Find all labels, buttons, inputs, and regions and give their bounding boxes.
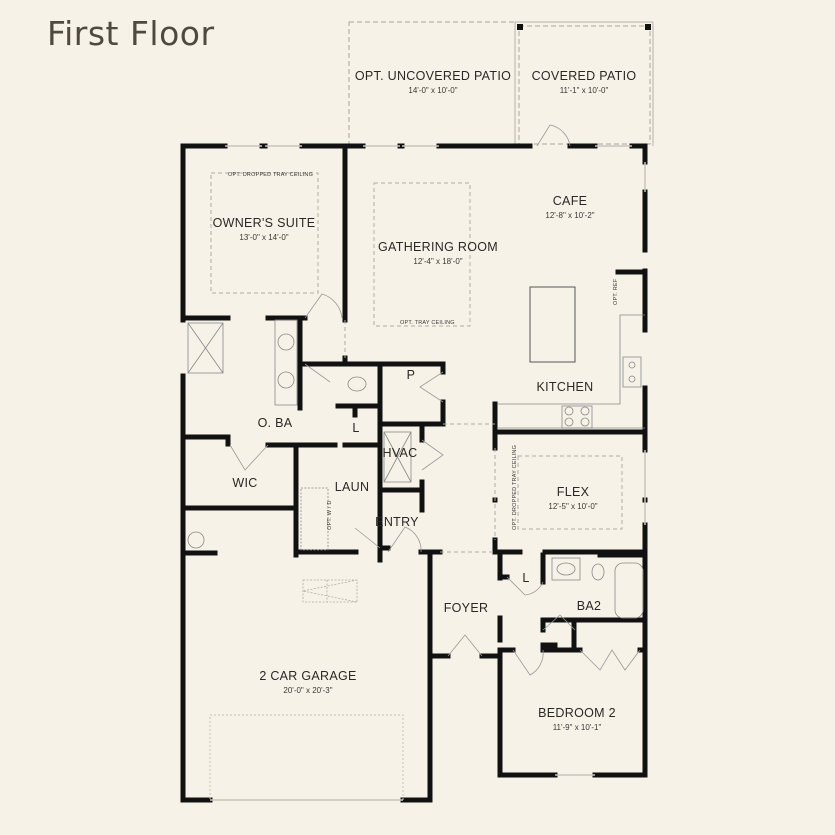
windows xyxy=(210,145,646,801)
covered-patio-frame xyxy=(514,21,654,146)
room-wic: WIC xyxy=(232,476,257,490)
room-covered-patio: COVERED PATIO 11'-1" x 10'-0" xyxy=(532,69,637,95)
room-opt-uncovered-patio: OPT. UNCOVERED PATIO 14'-0" x 10'-0" xyxy=(355,69,511,95)
laundry-wd-note: OPT. W / D xyxy=(327,500,333,531)
room-linen-2: L xyxy=(522,571,529,585)
room-dimensions: 20'-0" x 20'-3" xyxy=(283,686,333,695)
room-name: ENTRY xyxy=(375,515,419,529)
flex-ceiling-note: OPT. DROPPED TRAY CEILING xyxy=(512,444,518,530)
room-pantry: P xyxy=(407,368,416,382)
openings xyxy=(344,320,496,553)
kitchen-ref-note: OPT. REF xyxy=(613,278,619,305)
room-kitchen: KITCHEN xyxy=(537,380,594,394)
room-name: WIC xyxy=(232,476,258,490)
room-name: OWNER'S SUITE xyxy=(212,216,316,230)
room-name: P xyxy=(406,368,416,382)
room-linen-1: L xyxy=(352,421,359,435)
room-dimensions: 12'-8" x 10'-2" xyxy=(545,211,595,220)
room-dimensions: 13'-0" x 14'-0" xyxy=(239,233,289,242)
kitchen-counters xyxy=(498,314,645,429)
room-dimensions: 11'-1" x 10'-0" xyxy=(559,86,609,95)
room-name: CAFE xyxy=(552,194,588,208)
room-flex: FLEX 12'-5" x 10'-0" xyxy=(548,485,597,511)
room-name: KITCHEN xyxy=(536,380,594,394)
room-bedroom-2: BEDROOM 2 11'-9" x 10'-1" xyxy=(538,706,616,732)
room-name: COVERED PATIO xyxy=(531,69,637,83)
room-name: L xyxy=(352,421,360,435)
room-hvac: HVAC xyxy=(382,446,417,460)
room-name: BEDROOM 2 xyxy=(538,706,616,720)
room-name: L xyxy=(522,571,530,585)
owners-suite-ceiling-note: OPT. DROPPED TRAY CEILING xyxy=(228,172,314,178)
room-owners-suite: OWNER'S SUITE 13'-0" x 14'-0" xyxy=(213,216,316,242)
walls xyxy=(180,143,648,803)
room-ba2: BA2 xyxy=(577,599,602,613)
bath-fixtures xyxy=(187,319,644,619)
room-garage: 2 CAR GARAGE 20'-0" x 20'-3" xyxy=(259,669,356,695)
room-name: BA2 xyxy=(576,599,602,613)
page-title: First Floor xyxy=(47,14,215,53)
room-name: FOYER xyxy=(443,601,489,615)
room-gathering-room: GATHERING ROOM 12'-4" x 18'-0" xyxy=(378,240,498,266)
room-name: HVAC xyxy=(382,446,418,460)
room-cafe: CAFE 12'-8" x 10'-2" xyxy=(545,194,594,220)
kitchen-island xyxy=(529,286,576,363)
room-foyer: FOYER xyxy=(444,601,489,615)
door-swings xyxy=(229,124,641,676)
room-name: LAUN xyxy=(334,480,370,494)
room-dimensions: 11'-9" x 10'-1" xyxy=(552,723,602,732)
room-laundry: LAUN xyxy=(335,480,370,494)
room-dimensions: 14'-0" x 10'-0" xyxy=(408,86,458,95)
room-name: O. BA xyxy=(257,416,293,430)
room-dimensions: 12'-5" x 10'-0" xyxy=(548,502,598,511)
patio-posts xyxy=(517,24,651,30)
garage-door-outline xyxy=(209,714,404,801)
room-name: GATHERING ROOM xyxy=(378,240,498,254)
gathering-room-ceiling-note: OPT. TRAY CEILING xyxy=(400,320,455,326)
room-owners-bath: O. BA xyxy=(258,416,293,430)
attic-access xyxy=(302,579,358,603)
room-name: OPT. UNCOVERED PATIO xyxy=(354,69,512,83)
room-dimensions: 12'-4" x 18'-0" xyxy=(413,257,463,266)
room-entry: ENTRY xyxy=(375,515,419,529)
room-name: 2 CAR GARAGE xyxy=(259,669,357,683)
ceiling-outlines xyxy=(210,172,623,530)
room-name: FLEX xyxy=(556,485,590,499)
